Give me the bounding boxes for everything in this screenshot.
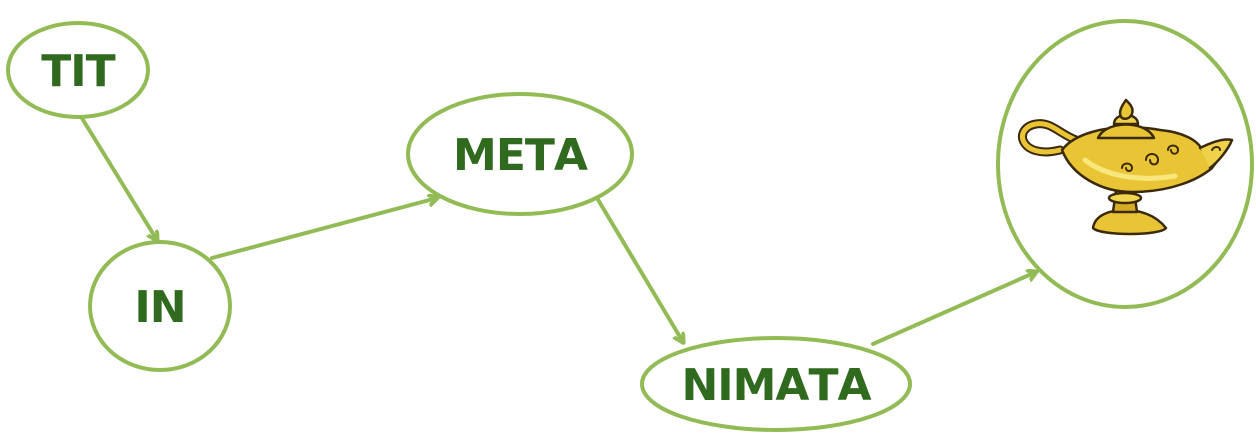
node-in-label: ΙΝ [134, 282, 185, 333]
node-nimata-label: ΝΙΜΑΤΑ [681, 360, 871, 411]
edge-tit-to-in [78, 113, 157, 240]
magic-lamp-icon [1018, 98, 1234, 236]
node-tit-label: ΤΙΤ [41, 46, 115, 97]
edge-meta-to-nimata [595, 196, 683, 342]
node-nimata: ΝΙΜΑΤΑ [640, 336, 912, 432]
node-meta-label: ΜΕΤΑ [453, 130, 588, 181]
edge-in-to-meta [210, 198, 437, 260]
node-in: ΙΝ [88, 240, 232, 372]
edge-nimata-to-lamp [871, 272, 1036, 346]
node-tit: ΤΙΤ [6, 21, 150, 119]
node-meta: ΜΕΤΑ [406, 92, 634, 216]
node-lamp [996, 19, 1254, 309]
